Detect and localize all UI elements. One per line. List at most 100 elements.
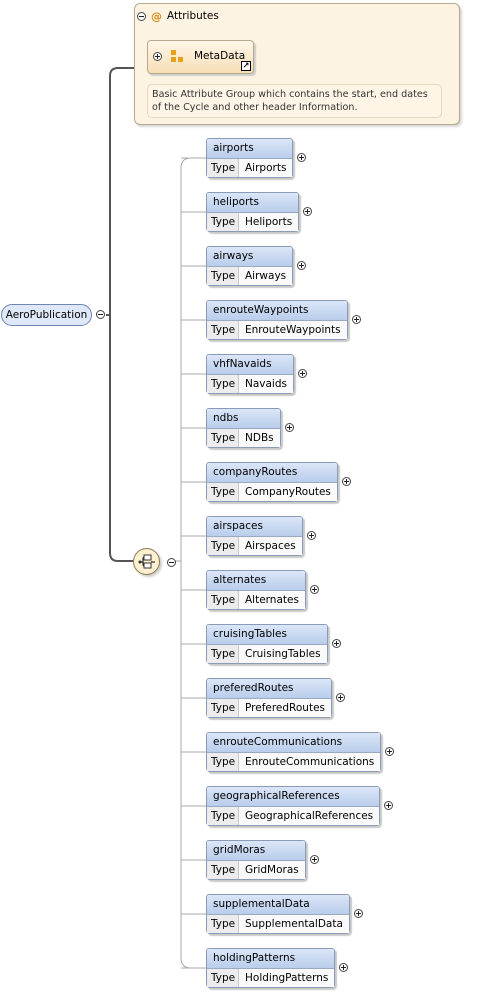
expand-companyRoutes-icon[interactable] (341, 477, 351, 486)
collapse-root-icon[interactable] (96, 310, 105, 319)
element-type-row: Type Airways (207, 267, 293, 285)
element-name: companyRoutes (207, 463, 337, 483)
attributes-header: @ Attributes (137, 8, 219, 24)
type-value: Airspaces (245, 540, 296, 552)
expand-alternates-icon[interactable] (309, 585, 319, 594)
element-name: airports (207, 139, 293, 159)
element-name: preferedRoutes (207, 679, 332, 699)
type-label: Type (207, 807, 239, 825)
type-value: EnrouteCommunications (245, 756, 375, 768)
element-name: holdingPatterns (207, 949, 335, 969)
type-value: HoldingPatterns (245, 972, 329, 984)
element-name: geographicalReferences (207, 787, 380, 807)
type-value: Navaids (245, 378, 287, 390)
expand-airspaces-icon[interactable] (306, 531, 316, 540)
expand-ndbs-icon[interactable] (284, 423, 294, 432)
element-name: airspaces (207, 517, 302, 537)
expand-heliports-icon[interactable] (303, 207, 313, 216)
element-name: airways (207, 247, 293, 267)
type-value: GridMoras (245, 864, 299, 876)
expand-cruisingTables-icon[interactable] (331, 639, 341, 648)
expand-holdingPatterns-icon[interactable] (339, 963, 349, 972)
type-label: Type (207, 213, 239, 231)
element-name: enrouteCommunications (207, 733, 381, 753)
element-type-row: Type CompanyRoutes (207, 483, 337, 501)
type-value: Airways (245, 270, 287, 282)
root-element-aeropublication[interactable]: AeroPublication (1, 304, 92, 326)
expand-enrouteCommunications-icon[interactable] (385, 747, 395, 756)
type-value: CompanyRoutes (245, 486, 331, 498)
type-label: Type (207, 375, 239, 393)
element-name: supplementalData (207, 895, 349, 915)
element-type-row: Type NDBs (207, 429, 280, 447)
type-label: Type (207, 645, 239, 663)
type-label: Type (207, 537, 239, 555)
reference-link-icon[interactable]: ↗ (241, 61, 251, 71)
type-label: Type (207, 699, 239, 717)
type-label: Type (207, 321, 239, 339)
type-label: Type (207, 861, 239, 879)
type-label: Type (207, 969, 239, 987)
type-value: NDBs (245, 432, 274, 444)
metadata-label: MetaData (194, 50, 246, 62)
metadata-description: Basic Attribute Group which contains the… (147, 84, 442, 118)
element-name: heliports (207, 193, 299, 213)
collapse-sequence-icon[interactable] (167, 558, 176, 567)
expand-gridMoras-icon[interactable] (309, 855, 319, 864)
expand-enrouteWaypoints-icon[interactable] (351, 315, 361, 324)
type-value: SupplementalData (245, 918, 343, 930)
sequence-compositor-icon[interactable] (133, 548, 160, 575)
expand-metadata-icon[interactable] (153, 52, 162, 61)
type-value: EnrouteWaypoints (245, 324, 341, 336)
metadata-attribute-group[interactable]: MetaData ↗ (147, 40, 254, 74)
type-value: GeographicalReferences (245, 810, 374, 822)
type-value: PreferedRoutes (245, 702, 326, 714)
element-type-row: Type CruisingTables (207, 645, 327, 663)
type-value: CruisingTables (245, 648, 321, 660)
type-label: Type (207, 483, 239, 501)
expand-preferedRoutes-icon[interactable] (336, 693, 346, 702)
expand-geographicalReferences-icon[interactable] (384, 801, 394, 810)
attributes-label: Attributes (167, 10, 219, 22)
type-label: Type (207, 429, 239, 447)
element-name: gridMoras (207, 841, 305, 861)
type-label: Type (207, 753, 239, 771)
element-type-row: Type PreferedRoutes (207, 699, 332, 717)
element-name: vhfNavaids (207, 355, 293, 375)
type-label: Type (207, 915, 239, 933)
collapse-attributes-toggle-icon[interactable] (137, 11, 146, 21)
element-type-row: Type SupplementalData (207, 915, 349, 933)
element-type-row: Type GridMoras (207, 861, 305, 879)
expand-vhfNavaids-icon[interactable] (298, 369, 307, 378)
attribute-group-icon (171, 50, 187, 64)
attribute-at-icon: @ (151, 9, 162, 23)
expand-supplementalData-icon[interactable] (353, 909, 363, 918)
element-type-row: Type Navaids (207, 375, 293, 393)
expand-airways-icon[interactable] (297, 261, 307, 270)
type-label: Type (207, 159, 239, 177)
element-name: cruisingTables (207, 625, 327, 645)
type-label: Type (207, 267, 239, 285)
type-value: Heliports (245, 216, 293, 228)
element-name: enrouteWaypoints (207, 301, 347, 321)
expand-airports-icon[interactable] (297, 153, 307, 162)
element-type-row: Type GeographicalReferences (207, 807, 380, 825)
